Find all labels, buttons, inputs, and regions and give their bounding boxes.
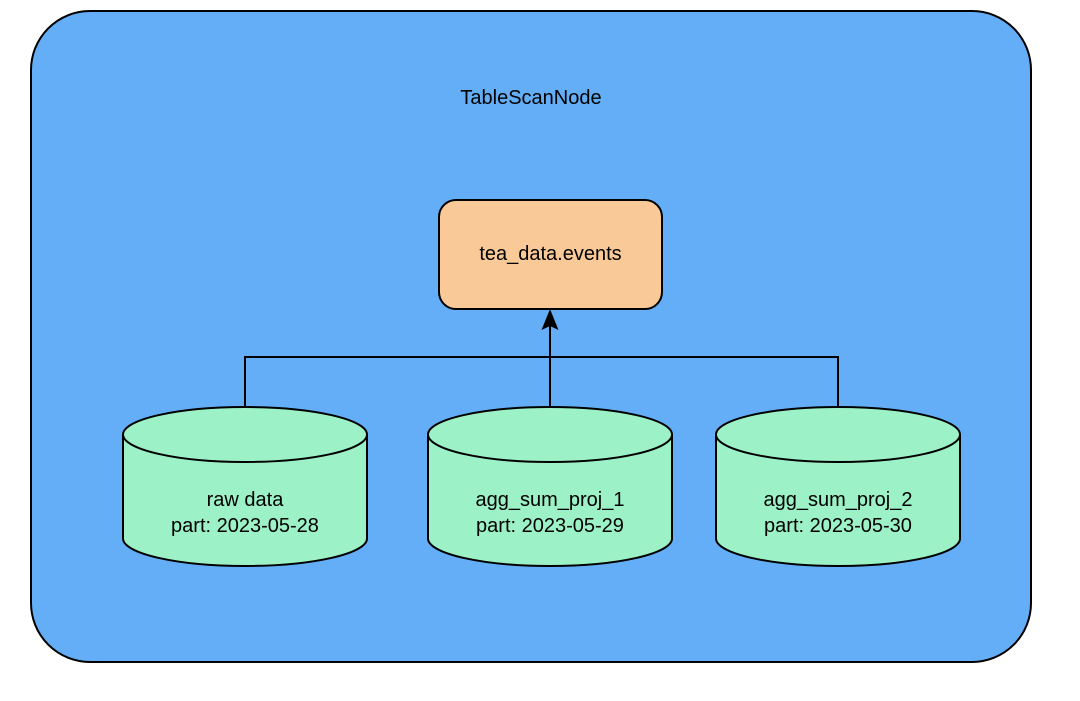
connector-branch-lines bbox=[244, 356, 839, 407]
partition-name: raw data bbox=[206, 489, 284, 511]
arrowhead-up-icon bbox=[541, 309, 559, 330]
partition-label-agg-sum-proj-2: agg_sum_proj_2 part: 2023-05-30 bbox=[716, 487, 960, 539]
partition-cylinder-agg-sum-proj-2 bbox=[715, 406, 961, 567]
table-node: tea_data.events bbox=[438, 199, 663, 310]
partition-label-agg-sum-proj-1: agg_sum_proj_1 part: 2023-05-29 bbox=[428, 487, 672, 539]
partition-name: agg_sum_proj_2 bbox=[763, 489, 913, 511]
partition-cylinder-agg-sum-proj-1 bbox=[427, 406, 673, 567]
table-node-label: tea_data.events bbox=[479, 243, 622, 265]
partition-date: part: 2023-05-28 bbox=[171, 515, 319, 537]
partition-date: part: 2023-05-29 bbox=[476, 515, 624, 537]
diagram-title: TableScanNode bbox=[460, 87, 602, 109]
partition-cylinder-raw-data bbox=[122, 406, 368, 567]
partition-label-raw-data: raw data part: 2023-05-28 bbox=[123, 487, 367, 539]
partition-name: agg_sum_proj_1 bbox=[475, 489, 625, 511]
partition-date: part: 2023-05-30 bbox=[764, 515, 912, 537]
